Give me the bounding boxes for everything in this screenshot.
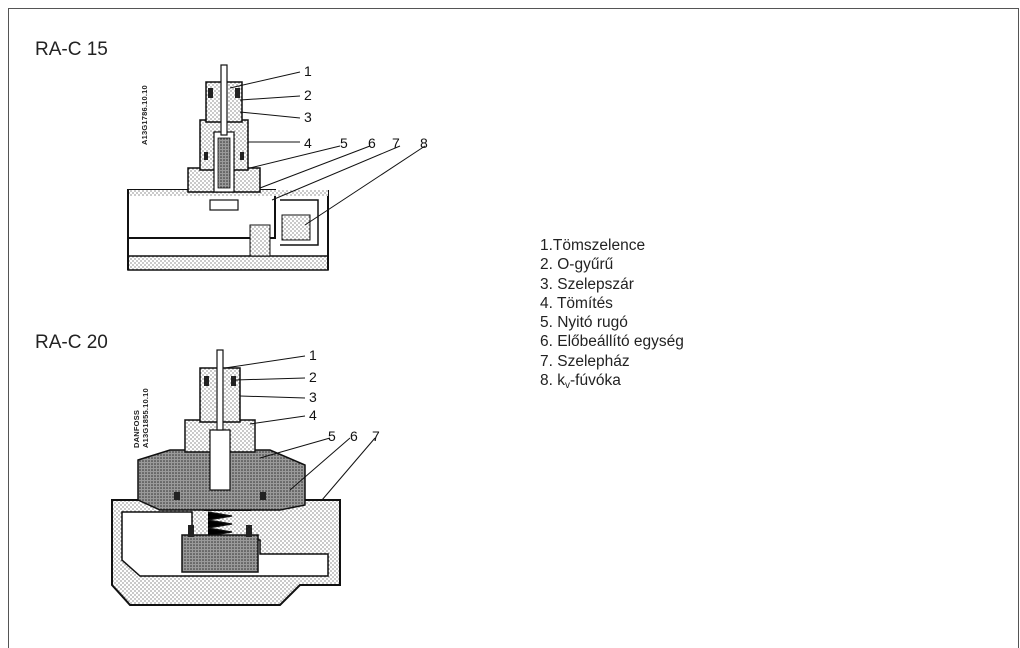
figure2-title: RA-C 20	[35, 332, 108, 353]
fig2-label-1: 1	[309, 347, 317, 363]
ra-c15-valve-drawing: 1 2 3 4 5 6 7 8	[127, 63, 428, 271]
figure1-title: RA-C 15	[35, 39, 108, 60]
fig1-label-6: 6	[368, 135, 376, 151]
ra-c20-valve-drawing: 1 2 3 4 5 6 7	[111, 347, 380, 606]
fig1-label-5: 5	[340, 135, 348, 151]
fig1-label-8: 8	[420, 135, 428, 151]
legend-item-6: 6. Előbeállító egység	[540, 333, 684, 351]
legend-item-5: 5. Nyitó rugó	[540, 314, 628, 332]
fig2-label-7: 7	[372, 428, 380, 444]
legend-item-1: 1.Tömszelence	[540, 237, 646, 254]
legend-item-8: 8. kv-fúvóka	[540, 372, 621, 392]
fig2-label-6: 6	[350, 428, 358, 444]
fig2-label-2: 2	[309, 369, 317, 385]
fig2-label-3: 3	[309, 389, 317, 405]
figure-frame	[8, 8, 1019, 648]
fig1-label-7: 7	[392, 135, 400, 151]
legend-item-2: 2. O-gyűrű	[540, 256, 614, 274]
legend-item-4: 4. Tömítés	[540, 294, 613, 312]
fig1-label-3: 3	[304, 109, 312, 125]
fig2-label-5: 5	[328, 428, 336, 444]
legend-item-7: 7. Szelepház	[540, 352, 630, 370]
fig1-label-1: 1	[304, 63, 312, 79]
legend-item-3: 3. Szelepszár	[540, 275, 634, 293]
fig1-label-4: 4	[304, 135, 312, 151]
fig1-label-2: 2	[304, 87, 312, 103]
parts-legend: 1.Tömszelence 2. O-gyűrű 3. Szelepszár 4…	[540, 236, 684, 395]
fig2-label-4: 4	[309, 407, 317, 423]
